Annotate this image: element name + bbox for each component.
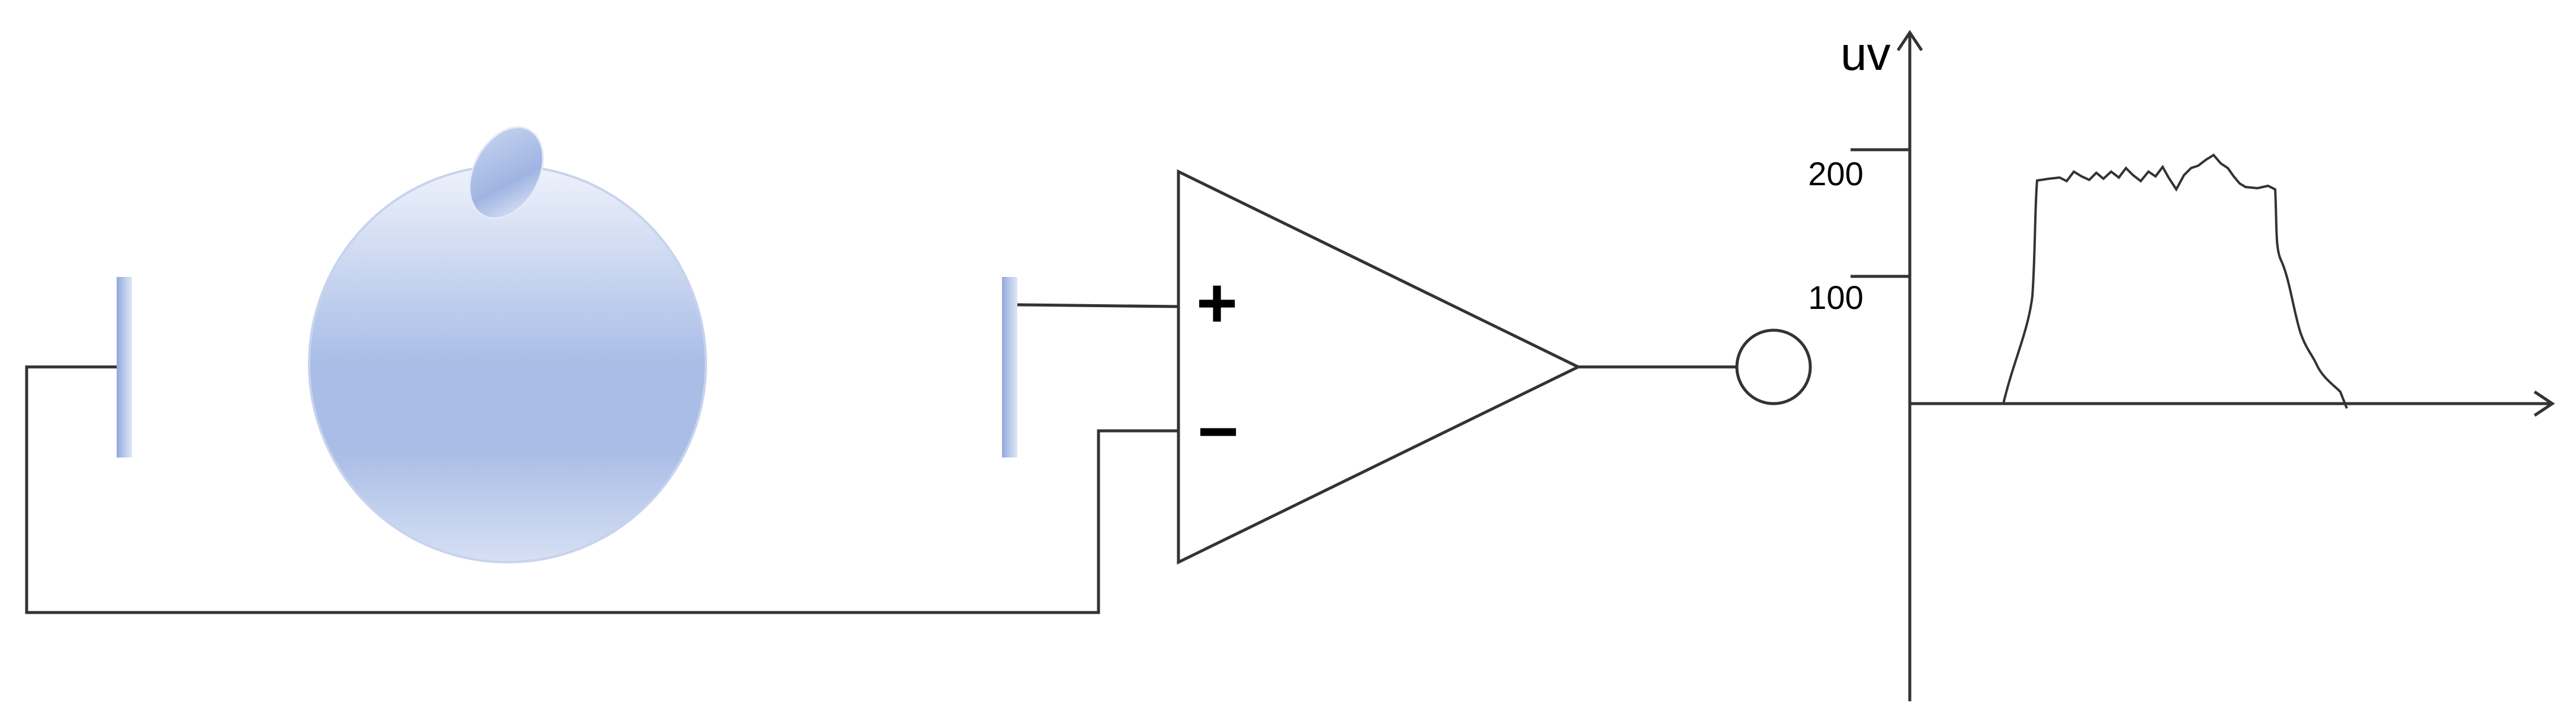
x-axis-arrow-icon <box>2533 390 2555 417</box>
head-sphere <box>308 165 707 563</box>
output-node <box>1735 328 1812 405</box>
left-ground-wire <box>25 365 1178 614</box>
plus-symbol: + <box>1196 263 1238 343</box>
positive-input-wire <box>1017 303 1179 308</box>
tick-label-200: 200 <box>1808 155 1863 192</box>
amplifier-triangle <box>1177 169 1582 565</box>
head-knob <box>468 126 544 220</box>
left-electrode <box>117 277 132 457</box>
minus-symbol: − <box>1197 392 1239 471</box>
tick-label-100: 100 <box>1808 279 1863 316</box>
right-electrode <box>1002 277 1017 457</box>
y-axis-label: uv <box>1841 27 1891 80</box>
y-axis-arrow-icon <box>1896 30 1923 51</box>
signal-waveform <box>2002 153 2348 409</box>
